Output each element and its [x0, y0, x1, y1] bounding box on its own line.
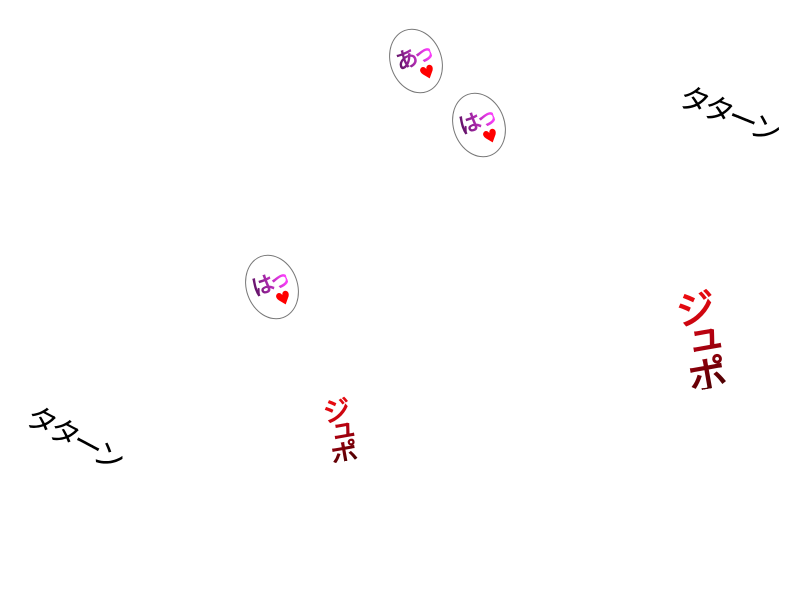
- sfx-tatan: タターン: [19, 399, 127, 479]
- sfx-jupo: ジュポ: [313, 393, 364, 465]
- sfx-tatan: タターン: [673, 79, 783, 151]
- sfx-jupo: ジュポ: [660, 284, 735, 395]
- speech-bubble-ha: はっ ♥: [236, 247, 308, 327]
- speech-bubble-a: あっ ♥: [380, 21, 452, 101]
- speech-bubble-ha: はっ ♥: [443, 85, 515, 165]
